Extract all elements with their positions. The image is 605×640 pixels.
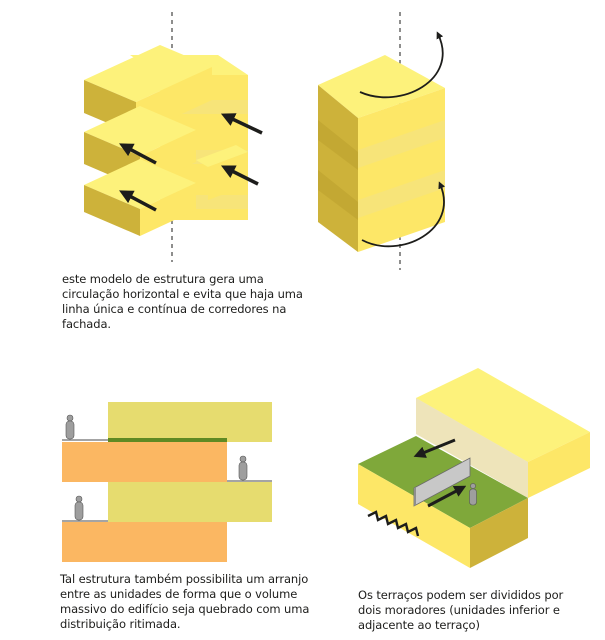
arrow-icon xyxy=(220,113,263,135)
arrow-icon xyxy=(119,143,157,165)
upper-unit-orange xyxy=(62,442,227,482)
caption-rhythmic-distribution: Tal estrutura também possibilita um arra… xyxy=(60,572,310,631)
lower-unit-orange xyxy=(62,522,227,562)
upper-unit-olive xyxy=(108,402,272,442)
curved-arrow-icon xyxy=(361,181,446,248)
person-icon xyxy=(238,455,248,481)
caption-horizontal-circulation: este modelo de estrutura gera uma circul… xyxy=(62,272,303,331)
slab-bottom xyxy=(84,159,196,236)
curved-arrow-icon xyxy=(359,31,444,99)
offset-units-section xyxy=(62,402,272,562)
interlocking-blocks-model xyxy=(84,12,263,262)
stairs-icon xyxy=(367,510,420,537)
person-icon xyxy=(74,495,84,521)
lower-unit-olive xyxy=(108,482,272,522)
arrow-icon xyxy=(220,165,259,186)
terrace-strip xyxy=(108,438,227,442)
massive-block-model xyxy=(318,12,446,270)
arrow-icon xyxy=(119,190,157,212)
caption-shared-terraces: Os terraços podem ser divididos por dois… xyxy=(358,588,564,632)
person-icon xyxy=(65,414,75,440)
shared-terrace-model xyxy=(358,368,590,568)
person-icon xyxy=(469,483,477,506)
arrow-icon xyxy=(427,485,467,508)
arrow-icon xyxy=(413,438,456,458)
